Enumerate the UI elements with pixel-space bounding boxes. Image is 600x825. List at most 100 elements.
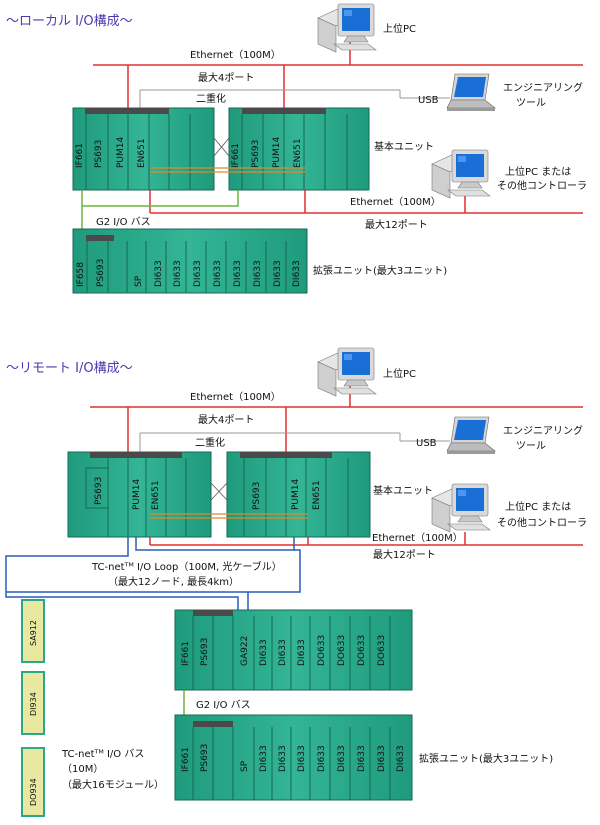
remote-title: 〜リモート I/O構成〜 — [6, 361, 133, 376]
remote-tcnet-loop-line — [5, 537, 239, 610]
local-expansion-label: 拡張ユニット(最大3ユニット) — [313, 264, 447, 277]
module-label: IF661 — [75, 143, 85, 168]
module-label: DI633 — [396, 745, 406, 772]
module-label: PS693 — [94, 477, 104, 505]
module-label: DI633 — [233, 260, 243, 287]
local-eng-tool-label-1: エンジニアリング — [503, 81, 583, 94]
remote-expansion-label: 拡張ユニット(最大3ユニット) — [419, 752, 553, 765]
module-label: PS693 — [251, 140, 261, 168]
local-max12-label: 最大12ポート — [365, 218, 428, 231]
module-label: DI633 — [253, 260, 263, 287]
module-label: DI633 — [292, 260, 302, 287]
module-label: DI934 — [29, 692, 38, 716]
local-host-pc-label: 上位PC — [383, 22, 416, 35]
local-ethernet-bottom-label: Ethernet（100M） — [350, 196, 441, 208]
module-label: PUM14 — [116, 136, 126, 168]
module-label: EN651 — [293, 138, 303, 168]
module-label: PUM14 — [132, 478, 142, 510]
local-section: 〜ローカル I/O構成〜 Ethernet（100M） 最大4ポート 上位PC … — [6, 3, 587, 294]
remote-ethernet-top-label: Ethernet（100M） — [190, 391, 281, 403]
module-label: PUM14 — [291, 478, 301, 510]
local-title: 〜ローカル I/O構成〜 — [6, 14, 133, 29]
module-label: SA912 — [29, 620, 38, 646]
desktop-pc-icon — [431, 149, 491, 199]
module-label: DI633 — [278, 639, 288, 666]
module-label: SP — [240, 760, 250, 772]
remote-other-label-1: 上位PC または — [505, 500, 571, 513]
local-eng-tool-label-2: ツール — [516, 98, 546, 109]
remote-side-modules: SA912 DI934 DO934 — [21, 599, 45, 817]
local-base-rack-b: IF661 PS693 PUM14 EN651 — [228, 107, 370, 191]
module-label: DI633 — [297, 639, 307, 666]
remote-other-label-2: その他コントローラ — [497, 516, 587, 529]
module-label: DI633 — [154, 260, 164, 287]
module-label: DI633 — [317, 745, 327, 772]
module-label: PS693 — [252, 482, 262, 510]
local-other-label-2: その他コントローラ — [497, 179, 587, 192]
module-label: GA922 — [240, 636, 250, 666]
module-label: PS693 — [94, 140, 104, 168]
local-g2-bus-label: G2 I/O バス — [96, 216, 151, 228]
remote-tcnet-label-1: TC-netᵀᴹ I/O バス — [61, 748, 144, 760]
local-usb-label: USB — [418, 95, 439, 106]
remote-eng-tool-label-2: ツール — [516, 441, 546, 452]
module-label: DI633 — [259, 745, 269, 772]
remote-basic-unit-label: 基本ユニット — [373, 484, 433, 497]
module-label: IF661 — [231, 143, 241, 168]
remote-usb-label: USB — [416, 438, 437, 449]
module-label: IF658 — [76, 262, 86, 287]
module-label: SP — [134, 275, 144, 287]
local-ethernet-top-label: Ethernet（100M） — [190, 49, 281, 61]
local-basic-unit-label: 基本ユニット — [374, 140, 434, 153]
local-duplex-label: 二重化 — [196, 92, 226, 105]
local-base-rack-a: IF661 PS693 PUM14 EN651 — [72, 107, 215, 191]
local-other-label-1: 上位PC または — [505, 165, 571, 178]
remote-base-rack-a: PS693 PUM14 EN651 — [67, 451, 212, 538]
module-label: PS693 — [200, 744, 210, 772]
module-label: DI633 — [173, 260, 183, 287]
laptop-icon — [446, 416, 496, 455]
remote-eng-tool-label-1: エンジニアリング — [503, 424, 583, 437]
remote-g2-bus-label: G2 I/O バス — [196, 699, 251, 711]
module-label: DI633 — [297, 745, 307, 772]
remote-ethernet-bottom-label: Ethernet（100M） — [372, 532, 463, 544]
remote-tcnet-label-2: （10M） — [62, 763, 103, 775]
module-label: DO633 — [317, 635, 327, 666]
remote-loop-label-1: TC-netᵀᴹ I/O Loop（100M, 光ケーブル） — [91, 560, 282, 573]
module-label: DI633 — [278, 745, 288, 772]
module-label: DO633 — [357, 635, 367, 666]
module-label: PS693 — [96, 259, 106, 287]
laptop-icon — [446, 73, 496, 112]
module-label: DI633 — [213, 260, 223, 287]
local-g2-bus-line — [82, 190, 239, 207]
remote-expansion-rack: IF661 PS693 SP DI633 DI633 DI633 DI633 D… — [174, 714, 413, 801]
module-label: EN651 — [151, 480, 161, 510]
desktop-pc-icon — [317, 3, 377, 53]
desktop-pc-icon — [317, 347, 377, 397]
module-label: DI633 — [357, 745, 367, 772]
module-label: DI633 — [273, 260, 283, 287]
remote-loop-label-2: （最大12ノード, 最長4km） — [108, 575, 239, 588]
remote-max12-label: 最大12ポート — [373, 548, 436, 561]
module-label: DI633 — [377, 745, 387, 772]
module-label: DI633 — [193, 260, 203, 287]
module-label: DO934 — [29, 778, 38, 806]
remote-node-rack: IF661 PS693 GA922 DI633 DI633 DI633 DO63… — [174, 609, 413, 691]
desktop-pc-icon — [431, 483, 491, 533]
remote-max4-label: 最大4ポート — [198, 413, 254, 426]
module-label: DO633 — [377, 635, 387, 666]
remote-base-rack-b: PS693 PUM14 EN651 — [226, 451, 371, 538]
remote-duplex-label: 二重化 — [195, 436, 225, 449]
remote-section: 〜リモート I/O構成〜 Ethernet（100M） 最大4ポート 上位PC … — [5, 347, 587, 817]
module-label: IF661 — [181, 641, 191, 666]
module-label: EN651 — [312, 480, 322, 510]
module-label: DI633 — [337, 745, 347, 772]
module-label: IF661 — [181, 747, 191, 772]
local-max4-label: 最大4ポート — [198, 71, 254, 84]
module-label: EN651 — [137, 138, 147, 168]
module-label: PUM14 — [272, 136, 282, 168]
module-label: DO633 — [337, 635, 347, 666]
module-label: PS693 — [200, 638, 210, 666]
remote-tcnet-label-3: （最大16モジュール） — [62, 778, 164, 791]
